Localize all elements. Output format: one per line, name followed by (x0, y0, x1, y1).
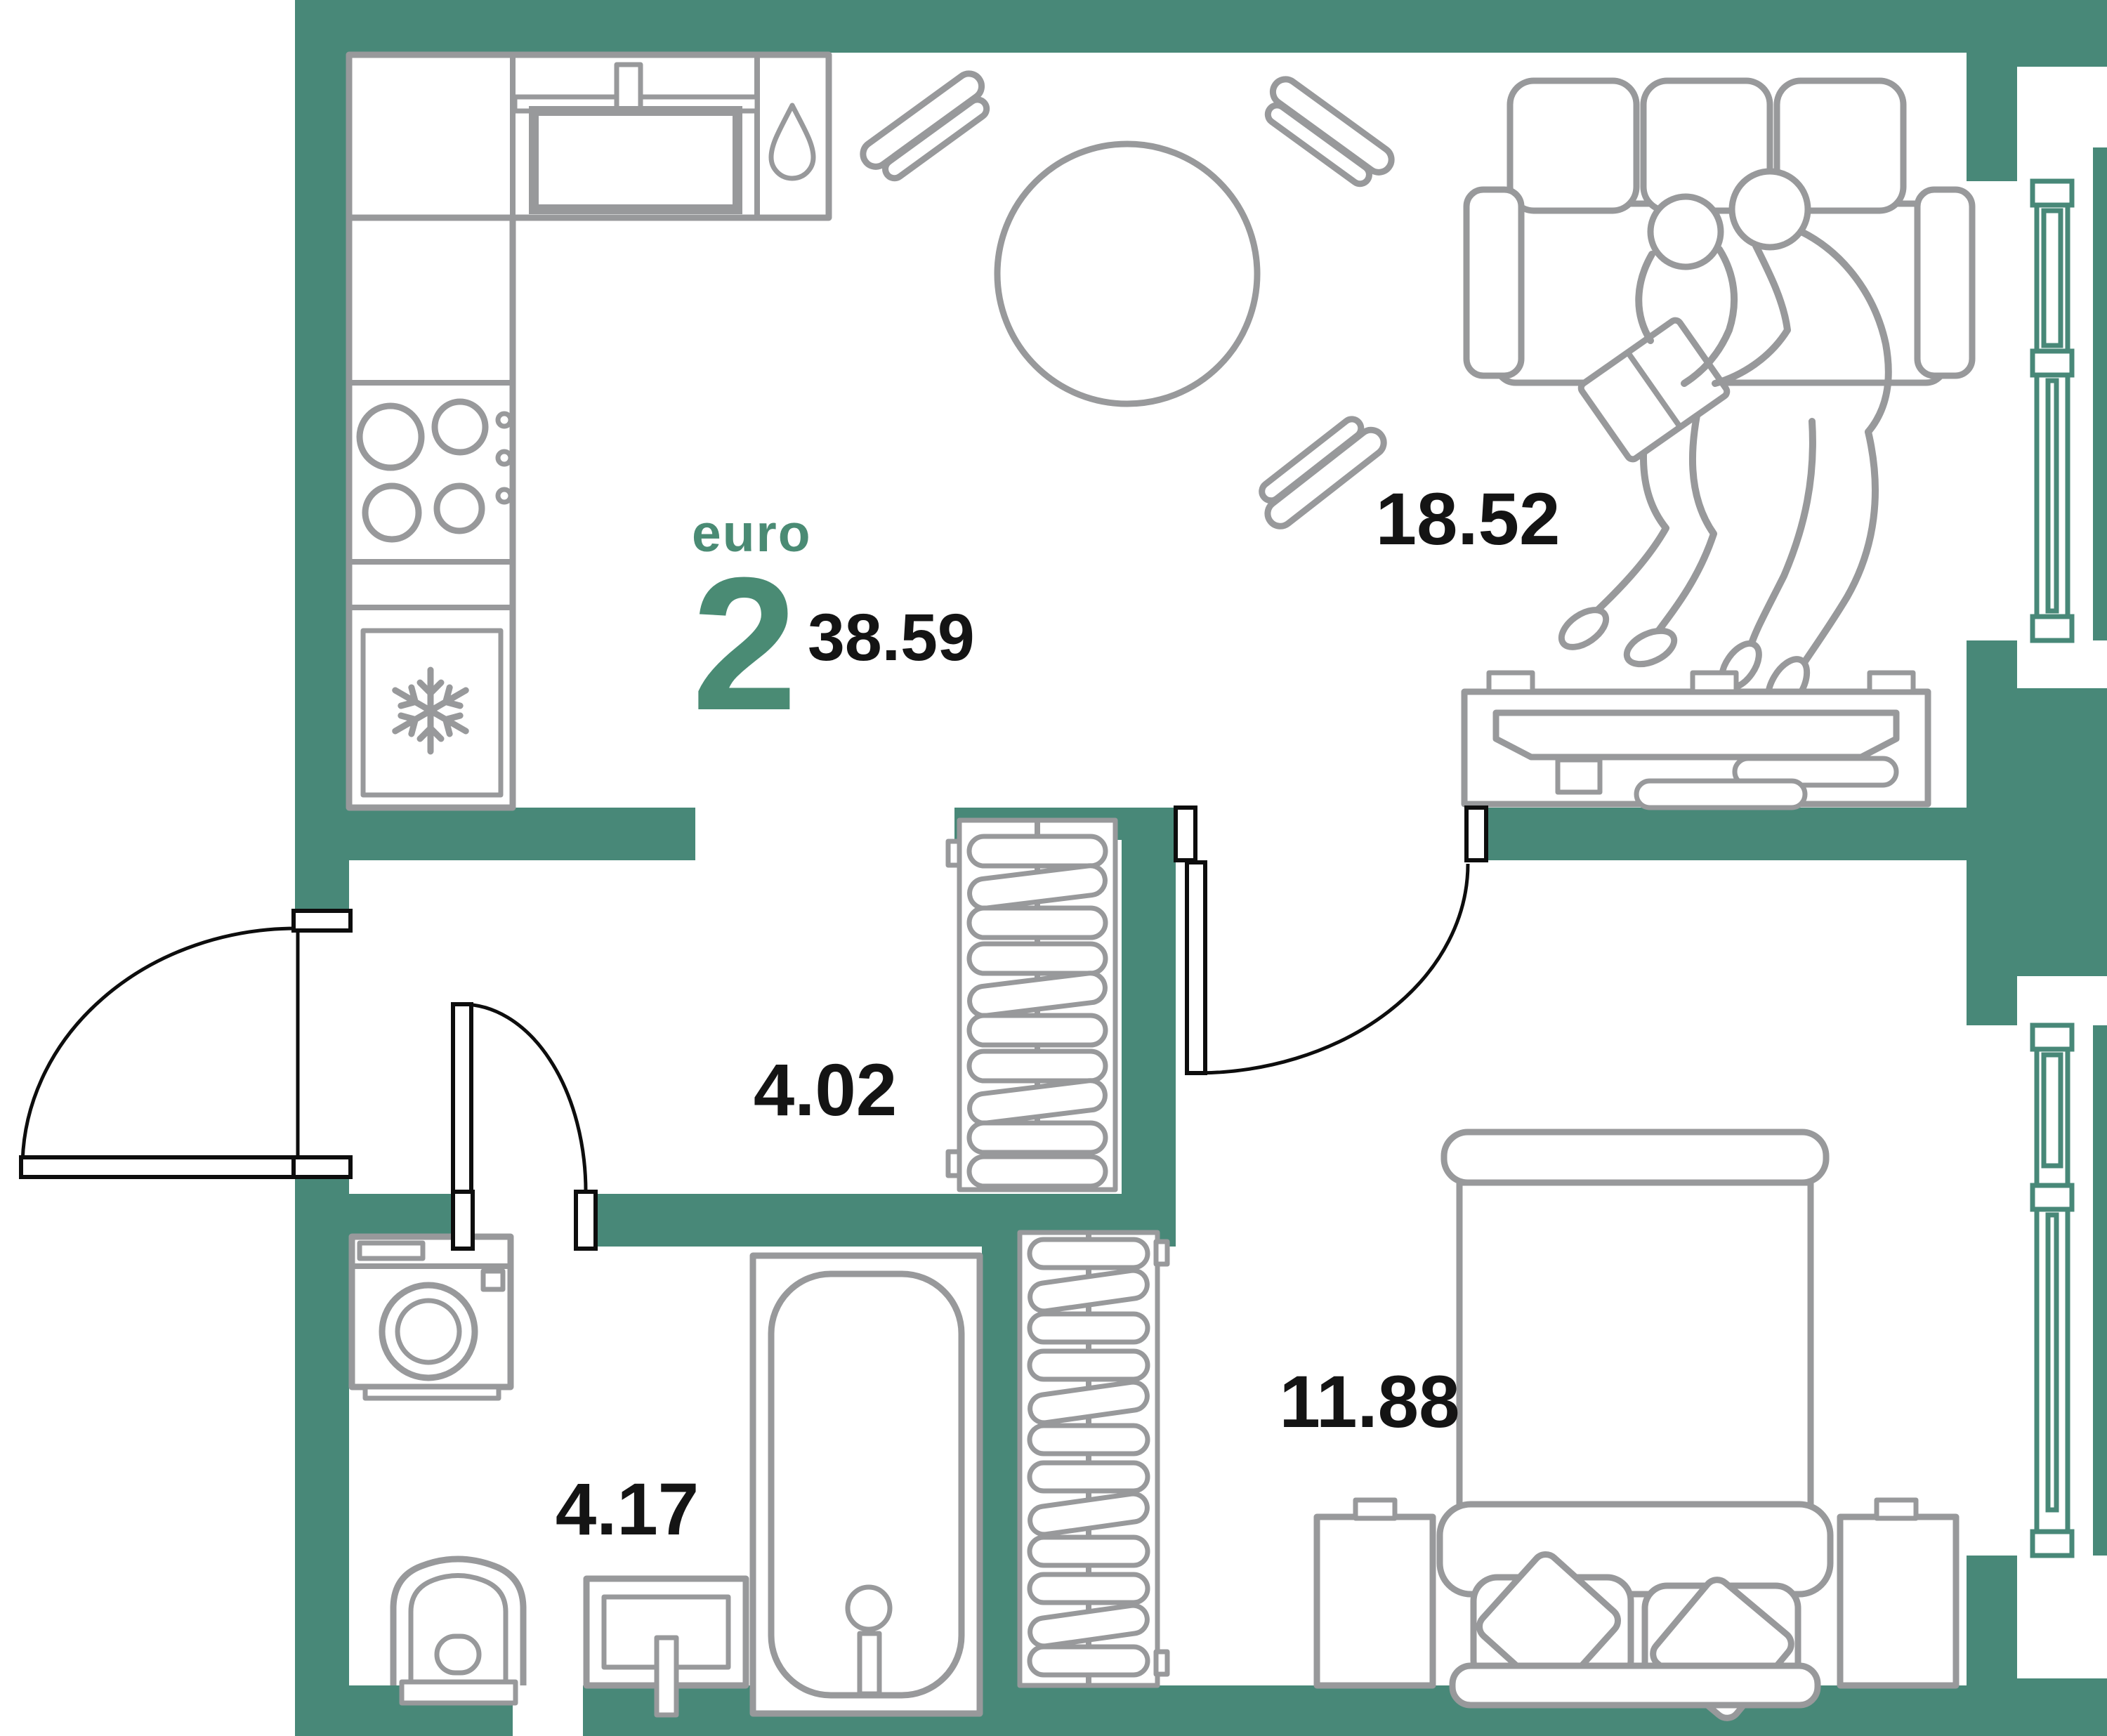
dining-table-icon (994, 140, 1261, 407)
tv-icon (1492, 709, 1900, 761)
chair-icon (1250, 409, 1389, 532)
door-leaf (451, 1002, 473, 1196)
bed-footboard (1440, 1129, 1830, 1186)
windows (2030, 178, 2075, 1558)
door-jamb (1464, 805, 1488, 862)
wall-top (295, 0, 2017, 53)
nightstand (1837, 1497, 1960, 1689)
wall-top-right-block-outer (1967, 0, 2107, 67)
door-jamb (291, 909, 353, 933)
wall-bottom-right-outer (2017, 1678, 2107, 1736)
wall-top-right-block-inner (1967, 67, 2017, 181)
bathtub-icon (749, 1252, 983, 1717)
door-leaf (1185, 860, 1207, 1075)
dining-set (858, 69, 1397, 532)
nightstand (1313, 1497, 1436, 1689)
wardrobe-icon-hallway (945, 817, 1118, 1192)
wall-bath-right (982, 1247, 1020, 1685)
window-icon-living (2030, 178, 2075, 643)
plan-rooms-count: 2 (692, 539, 797, 750)
bed-icon (1436, 1129, 1834, 1721)
bed-mattress (1456, 1179, 1814, 1516)
person-head (1647, 193, 1724, 270)
wall-right-mid-inner (1967, 640, 2017, 1025)
plan-total-area: 38.59 (808, 600, 975, 675)
plan-title: euro 2 38.59 (692, 504, 975, 750)
room-label-bathroom: 4.17 (556, 1468, 699, 1551)
door-jamb (574, 1190, 598, 1251)
door-leaf (19, 1155, 298, 1179)
chair-icon (1256, 74, 1396, 193)
walls (295, 0, 2107, 1736)
bathroom-sink-icon (583, 1575, 749, 1718)
tv-stand-icon (1461, 670, 1931, 810)
wall-kitchen-hall-divider (295, 808, 695, 860)
wall-niche-right (1122, 840, 1176, 1203)
sofa-armrest (1463, 186, 1525, 379)
bed-headboard (1449, 1662, 1821, 1709)
door-jamb (1174, 805, 1197, 862)
wall-bedroom-top (1486, 808, 1967, 860)
sofa-back-cushion (1507, 77, 1640, 214)
room-label-hallway: 4.02 (754, 1049, 897, 1131)
sink-icon (512, 62, 760, 214)
door-jamb (291, 1155, 353, 1179)
wall-right-mid-outer (2017, 688, 2107, 976)
water-drop-icon (768, 103, 816, 181)
book-icon (1577, 317, 1731, 463)
toilet-icon (390, 1556, 527, 1706)
kitchen-counter (346, 51, 832, 811)
door-jamb (451, 1190, 475, 1251)
bathroom-door (451, 1002, 598, 1251)
chair-icon (858, 69, 998, 188)
snowflake-icon (392, 666, 469, 755)
sofa-armrest (1914, 186, 1976, 379)
plan-type-label: euro (692, 504, 812, 563)
sofa-back-cushion (1773, 77, 1907, 214)
wall-right-edge-strip-lower (2093, 1025, 2107, 1556)
wardrobe-icon-bedroom (1017, 1230, 1170, 1688)
window-icon-bedroom (2030, 1022, 2075, 1558)
stove-icon (356, 398, 513, 543)
wall-left-upper (295, 0, 349, 911)
bedroom-door (1174, 805, 1488, 1075)
room-label-bedroom: 11.88 (1280, 1361, 1460, 1443)
room-label-kitchen-living: 18.52 (1376, 478, 1561, 560)
fridge-icon (360, 628, 504, 798)
wall-left-lower (295, 1177, 349, 1736)
washing-machine-icon (348, 1233, 514, 1401)
wall-right-edge-strip-upper (2093, 147, 2107, 640)
person-head (1728, 168, 1811, 251)
entry-door (19, 909, 353, 1179)
